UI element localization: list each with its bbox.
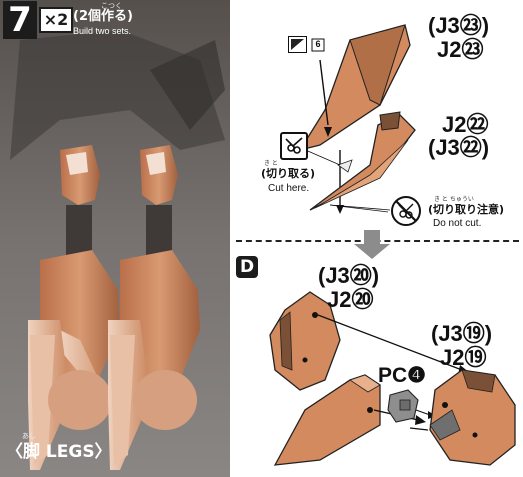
down-arrow-icon bbox=[352, 230, 392, 260]
do-not-cut-en: Do not cut. bbox=[433, 218, 481, 230]
part-bottom-line1: J2㉒ bbox=[442, 113, 488, 137]
part-left-line1: (J3⑳) bbox=[318, 264, 379, 288]
cut-here-jp: (切り取る) bbox=[261, 168, 315, 180]
no-cut-icon bbox=[390, 195, 422, 227]
part-right-line2: J2⑲ bbox=[440, 346, 486, 370]
cut-here-en: Cut here. bbox=[268, 183, 309, 195]
decal-number: 6 bbox=[313, 39, 323, 50]
cut-here-ruby: き と bbox=[264, 160, 278, 167]
multiplier-badge: ×2 bbox=[39, 7, 73, 33]
pc-part-label: PC❹ bbox=[378, 364, 426, 388]
part-right-line1: (J3⑲) bbox=[431, 322, 492, 346]
quantity-jp: (2個作る) bbox=[73, 10, 133, 24]
section-ruby: あし bbox=[22, 432, 36, 440]
step-number: 7 bbox=[3, 1, 37, 39]
scissors-icon bbox=[280, 132, 308, 160]
do-not-cut-ruby: き と ちゅうい bbox=[434, 196, 474, 203]
completed-legs-photo: 7 ×2 こつく (2個作る) Build two sets. あし 〈脚 LE… bbox=[0, 0, 230, 477]
section-label: 〈脚 LEGS〉 bbox=[6, 441, 112, 463]
part-top-line1: (J3㉓) bbox=[428, 14, 489, 38]
quantity-en: Build two sets. bbox=[73, 26, 131, 36]
part-bottom-line2: (J3㉒) bbox=[428, 136, 489, 160]
part-top-line2: J2㉓ bbox=[437, 38, 483, 62]
part-left-line2: J2⑳ bbox=[327, 288, 373, 312]
legs-photo-illustration bbox=[0, 0, 230, 477]
do-not-cut-jp: (切り取り注意) bbox=[428, 204, 504, 216]
